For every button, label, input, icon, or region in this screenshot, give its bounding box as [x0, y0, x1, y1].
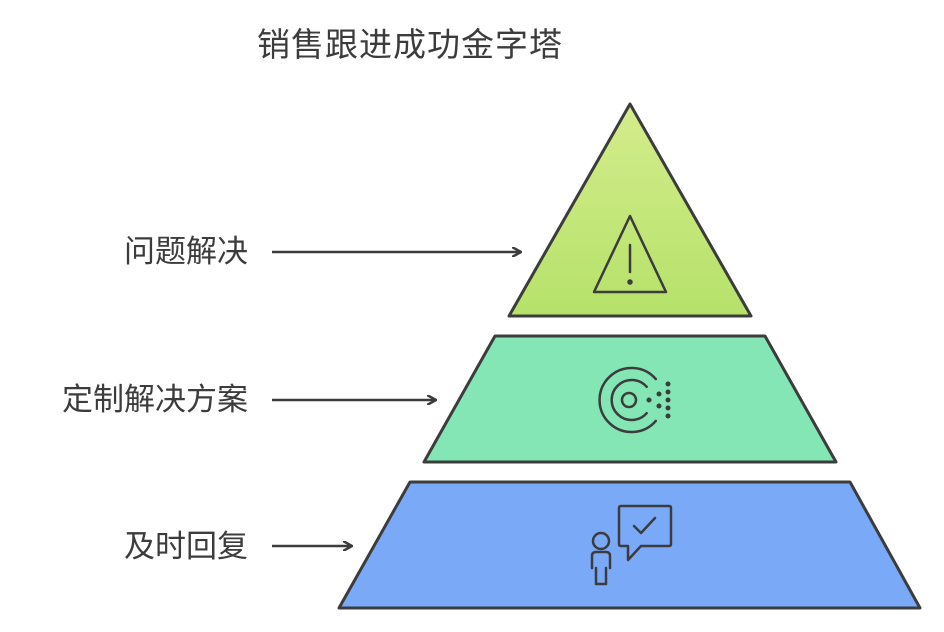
tier-label-custom-solution: 定制解决方案: [62, 382, 248, 418]
customization-icon: [598, 366, 658, 434]
person-chat-check-icon: [590, 504, 673, 586]
tier-middle: [422, 334, 838, 464]
tier-label-timely-reply: 及时回复: [124, 529, 248, 565]
warning-icon: [592, 214, 668, 294]
dots-icon: [646, 381, 671, 419]
tier-label-problem-solving: 问题解决: [124, 234, 248, 270]
tier-bottom: [337, 480, 922, 610]
diagram-title: 销售跟进成功金字塔: [257, 25, 563, 64]
tier-top: [507, 102, 753, 318]
